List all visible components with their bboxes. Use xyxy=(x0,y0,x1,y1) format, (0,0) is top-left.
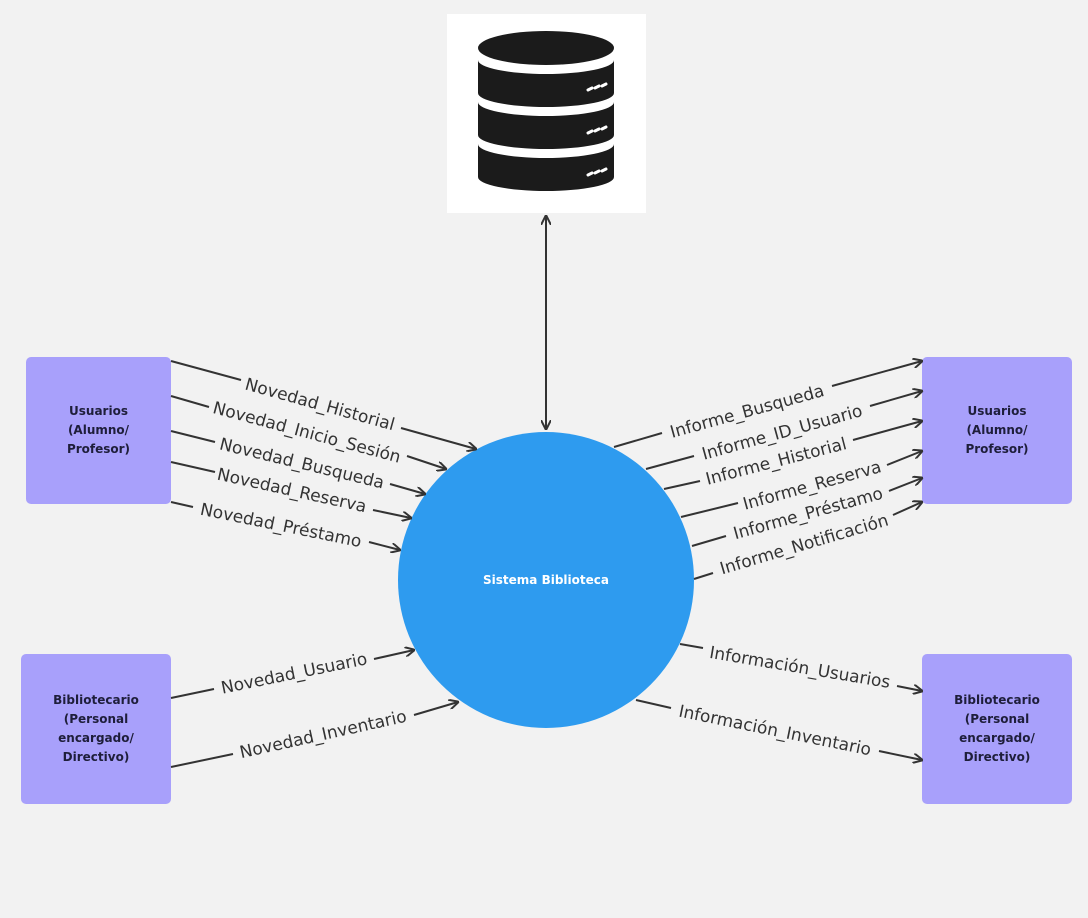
flow-novedad-usuario: Novedad_Usuario xyxy=(170,649,414,699)
entity-label-line: Usuarios xyxy=(967,404,1027,418)
entity-bibliotecario-right: Bibliotecario (Personal encargado/ Direc… xyxy=(922,654,1072,804)
flow-novedad-inventario: Novedad_Inventario xyxy=(170,702,458,768)
entity-label-line: Directivo) xyxy=(963,750,1031,764)
entity-bibliotecario-left: Bibliotecario (Personal encargado/ Direc… xyxy=(21,654,171,804)
database-box xyxy=(447,14,646,213)
entity-usuarios-right: Usuarios (Alumno/ Profesor) xyxy=(922,357,1072,504)
core-process-label: Sistema Biblioteca xyxy=(483,573,609,587)
flow-label: Novedad_Inventario xyxy=(238,707,409,763)
entity-label-line: encargado/ xyxy=(58,731,134,745)
entity-label-line: (Alumno/ xyxy=(966,423,1028,437)
flow-informacion-inventario: Información_Inventario xyxy=(635,699,922,761)
entity-label-line: (Alumno/ xyxy=(67,423,130,437)
core-process-circle xyxy=(398,432,694,728)
entity-label-line: Bibliotecario xyxy=(954,693,1040,707)
flow-informacion-usuarios: Información_Usuarios xyxy=(679,643,922,693)
entity-usuarios-left: Usuarios (Alumno/ Profesor) xyxy=(26,357,171,504)
entity-label-line: Directivo) xyxy=(62,750,130,764)
entity-label-line: Profesor) xyxy=(965,442,1029,456)
flow-label: Información_Usuarios xyxy=(708,643,892,693)
flow-label: Novedad_Usuario xyxy=(219,649,369,698)
entity-label-line: Bibliotecario xyxy=(53,693,139,707)
entity-label-line: encargado/ xyxy=(959,731,1035,745)
entity-label-line: Profesor) xyxy=(66,442,131,456)
database-icon xyxy=(478,31,614,191)
flow-label: Información_Inventario xyxy=(677,702,873,761)
entity-label-line: (Personal xyxy=(964,712,1030,726)
entity-label-line: Usuarios xyxy=(69,404,128,418)
entity-label-line: (Personal xyxy=(63,712,129,726)
